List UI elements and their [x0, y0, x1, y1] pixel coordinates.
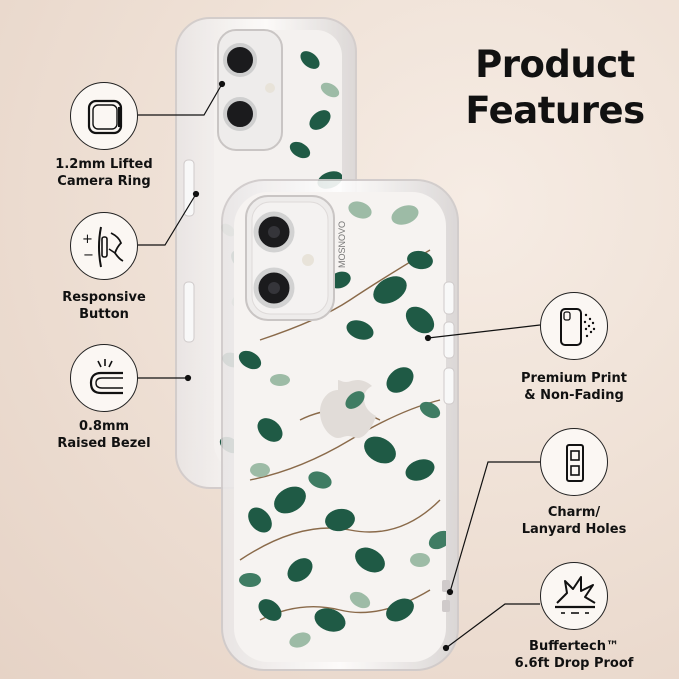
brand-imprint: MOSNOVO: [337, 221, 347, 268]
camera-ring-icon: [87, 99, 123, 135]
feature-premium-print: [540, 292, 608, 360]
title-line-2: Features: [465, 89, 645, 132]
feature-lanyard-holes: [540, 428, 608, 496]
feature-camera-ring-label: 1.2mm Lifted Camera Ring: [55, 157, 153, 189]
feature-raised-bezel-label: 0.8mm Raised Bezel: [57, 419, 151, 451]
spray-phone-icon: [560, 308, 596, 346]
bezel-icon: [89, 359, 123, 395]
svg-text:−: −: [83, 248, 94, 263]
page-title: Product Features: [440, 42, 670, 134]
impact-icon: [555, 576, 596, 614]
feature-responsive-button-label: Responsive Button: [62, 290, 146, 322]
svg-text:+: +: [82, 232, 93, 247]
button-icon: + −: [82, 226, 124, 268]
feature-responsive-button: + −: [70, 212, 138, 280]
lanyard-icon: [566, 444, 584, 482]
front-phone-case: [221, 179, 459, 671]
feature-drop-proof: [540, 562, 608, 630]
feature-premium-print-label: Premium Print & Non-Fading: [521, 371, 627, 403]
feature-lanyard-holes-label: Charm/ Lanyard Holes: [521, 505, 627, 537]
feature-camera-ring: [70, 82, 138, 150]
feature-drop-proof-label: Buffertech™ 6.6ft Drop Proof: [514, 639, 634, 671]
feature-raised-bezel: [70, 344, 138, 412]
title-line-1: Product: [475, 43, 635, 86]
